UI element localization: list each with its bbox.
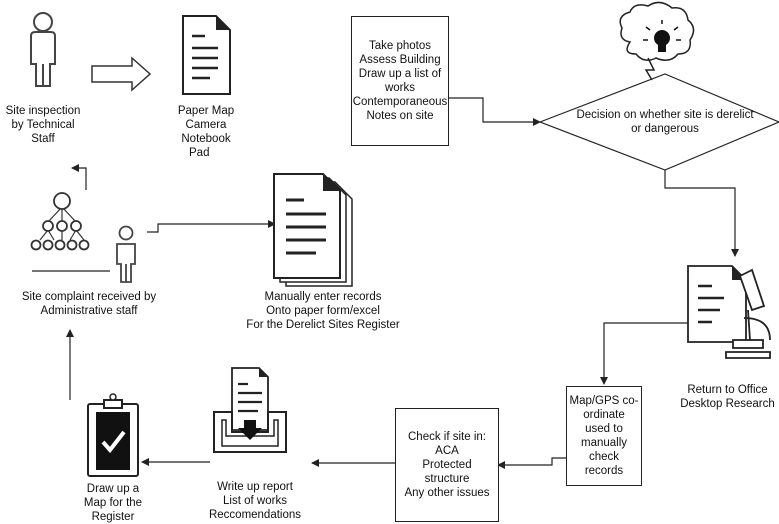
check-site-line: structure [424, 473, 470, 485]
check-site-line: Check if site in: [408, 431, 486, 443]
paper-map-label: Paper Map Camera Notebook Pad [166, 104, 246, 160]
write-report-label: Write up report List of works Reccomenda… [200, 480, 310, 522]
take-photos-line: Draw up a list of [358, 68, 442, 80]
paper-map-line: Notebook [181, 133, 231, 145]
document-stack-icon [273, 173, 353, 287]
connector-complaint-to-inspection [71, 164, 87, 190]
connector-photos-to-decision [447, 97, 541, 126]
manually-enter-line: For the Derelict Sites Register [246, 319, 400, 331]
check-site-line: ACA [435, 445, 459, 457]
org-chart-icon [30, 192, 90, 251]
return-office-label: Return to Office Desktop Research [676, 383, 779, 411]
decision-diamond [538, 73, 779, 171]
decision-label: Decision on whether site is derelict or … [560, 108, 770, 136]
map-gps-line: used to [585, 423, 623, 435]
site-complaint-line: Administrative staff [40, 305, 138, 317]
take-photos-line: Contemporaneous [352, 96, 448, 108]
map-gps-line: records [584, 465, 624, 477]
write-report-line: Reccomendations [208, 509, 302, 521]
write-report-line: Write up report [217, 481, 293, 493]
write-report-line: List of works [223, 495, 287, 507]
take-photos-line: Take photos [368, 40, 431, 52]
site-inspection-label: Site inspection by Technical Staff [0, 104, 86, 146]
connector-mapgps-to-check [497, 457, 566, 469]
check-site-box: Check if site in: ACA Protected structur… [395, 408, 499, 522]
site-inspection-line: by Technical [11, 119, 75, 131]
check-site-line: Protected [422, 459, 472, 471]
site-inspection-line: Staff [31, 133, 55, 145]
draw-map-line: Draw up a [86, 483, 140, 495]
decision-line: or dangerous [631, 123, 699, 135]
connector-decision-to-office [664, 170, 739, 257]
block-arrow-icon [91, 56, 152, 92]
take-photos-line: Notes on site [366, 110, 434, 122]
admin-person-icon [116, 225, 136, 283]
take-photos-box: Take photos Assess Building Draw up a li… [351, 16, 449, 146]
map-gps-box: Map/GPS co- ordinate used to manually ch… [566, 386, 642, 486]
draw-map-label: Draw up a Map for the Register [70, 482, 156, 524]
take-photos-line: works [384, 82, 416, 94]
connector-admin-to-records [147, 220, 276, 233]
take-photos-line: Assess Building [359, 54, 441, 66]
manually-enter-line: Onto paper form/excel [266, 305, 380, 317]
manually-enter-label: Manually enter records Onto paper form/e… [228, 290, 418, 332]
map-gps-line: Map/GPS co- [569, 395, 639, 407]
site-complaint-line: Site complaint received by [21, 291, 157, 303]
map-gps-line: manually [580, 437, 628, 449]
decision-line: Decision on whether site is derelict [576, 109, 754, 121]
draw-map-line: Map for the [83, 497, 143, 509]
connector-office-to-mapgps [600, 322, 690, 385]
check-site-line: Any other issues [404, 487, 490, 499]
site-inspection-line: Site inspection [5, 105, 81, 117]
map-gps-line: check [588, 451, 620, 463]
map-gps-line: ordinate [583, 409, 625, 421]
paper-map-line: Paper Map [177, 105, 235, 117]
paper-map-line: Pad [189, 147, 210, 159]
manually-enter-line: Manually enter records [264, 291, 382, 303]
return-office-line: Desktop Research [680, 398, 775, 410]
lightbulb-idea-icon [619, 1, 695, 81]
clipboard-check-icon [87, 393, 139, 477]
return-office-line: Return to Office [687, 384, 768, 396]
draw-map-line: Register [91, 511, 135, 523]
site-complaint-label: Site complaint received by Administrativ… [4, 290, 174, 318]
research-microscope-icon [687, 265, 771, 359]
paper-map-line: Camera [185, 119, 227, 131]
inbox-download-icon [213, 367, 287, 453]
person-icon [30, 12, 56, 87]
document-icon [182, 15, 231, 95]
